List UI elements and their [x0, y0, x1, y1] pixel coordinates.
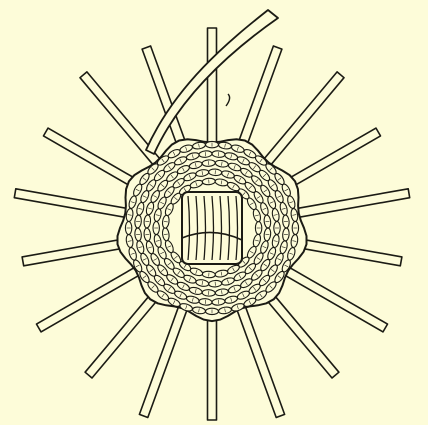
center-bundle [182, 192, 242, 264]
stake-1 [208, 28, 217, 158]
